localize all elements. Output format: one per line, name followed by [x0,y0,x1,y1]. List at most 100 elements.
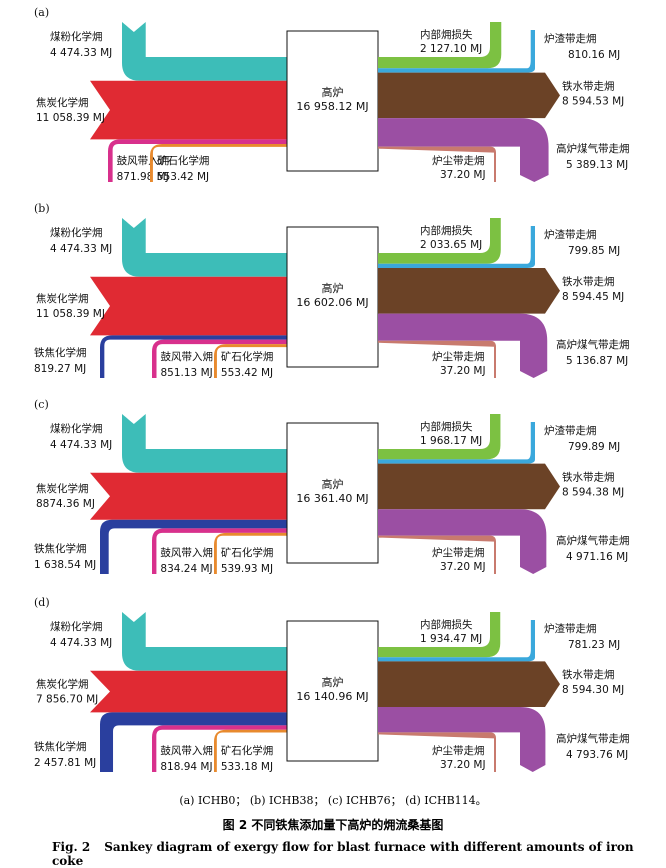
value-coal-powder: 4 474.33 MJ [50,243,112,255]
flow-bf-gas [378,118,549,182]
value-hot-metal: 8 594.30 MJ [562,684,624,696]
furnace-box [286,620,379,762]
flow-hot-metal [378,463,560,510]
furnace-label: 高炉 [322,477,344,491]
furnace-label: 高炉 [322,85,344,99]
flow-hot-metal [378,72,560,119]
label-coke: 焦炭化学㶲 [36,292,89,305]
label-blast: 鼓风带入㶲 [117,154,170,167]
label-internal-loss: 内部㶲损失 [420,224,473,237]
label-internal-loss: 内部㶲损失 [420,420,473,433]
value-ore: 553.42 MJ [157,171,209,183]
flow-dust [378,340,496,378]
flow-dust [378,732,496,772]
panel-tag: (b) [34,202,50,215]
panel-tag: (a) [34,6,49,19]
flow-internal-loss [378,612,501,658]
flow-coal-powder [122,218,287,277]
label-internal-loss: 内部㶲损失 [420,28,473,41]
value-bf-gas: 5 389.13 MJ [566,159,628,171]
value-iron-coke: 2 457.81 MJ [34,757,96,769]
label-bf-gas: 高炉煤气带走㶲 [556,142,630,155]
flow-internal-loss [378,218,501,264]
label-coal-powder: 煤粉化学㶲 [50,30,103,43]
label-ore: 矿石化学㶲 [221,744,274,757]
flow-iron-coke [100,519,287,574]
label-hot-metal: 铁水带走㶲 [562,470,615,483]
value-bf-gas: 4 793.76 MJ [566,749,628,761]
value-ore: 533.18 MJ [221,761,273,773]
panel-tag: (c) [34,398,49,411]
value-hot-metal: 8 594.38 MJ [562,486,624,498]
value-ore: 539.93 MJ [221,563,273,575]
value-coke: 11 058.39 MJ [36,308,105,320]
label-dust: 炉尘带走㶲 [432,745,485,757]
flow-slag [378,30,535,73]
value-slag: 781.23 MJ [568,639,620,651]
value-internal-loss: 2 127.10 MJ [420,43,482,55]
label-iron-coke: 铁焦化学㶲 [34,740,87,753]
flow-coal-powder [122,612,287,671]
label-iron-coke: 铁焦化学㶲 [34,346,87,359]
furnace-value: 16 140.96 MJ [296,690,368,703]
flow-iron-coke [100,335,287,378]
value-dust: 37.20 MJ [440,169,486,181]
flow-coke [90,670,287,713]
label-slag: 炉渣带走㶲 [544,32,597,45]
value-coal-powder: 4 474.33 MJ [50,637,112,649]
value-slag: 799.85 MJ [568,245,620,257]
flow-coke [90,472,287,520]
label-coke: 焦炭化学㶲 [36,96,89,109]
value-iron-coke: 1 638.54 MJ [34,559,96,571]
value-dust: 37.20 MJ [440,561,486,573]
value-dust: 37.20 MJ [440,759,486,771]
flow-slag [378,226,535,269]
value-slag: 799.89 MJ [568,441,620,453]
flow-bf-gas [378,313,548,378]
label-ore: 矿石化学㶲 [157,154,210,167]
value-blast: 871.98 MJ [117,171,169,183]
flow-coal-powder [122,414,287,473]
furnace-box [286,30,379,172]
label-slag: 炉渣带走㶲 [544,228,597,241]
value-internal-loss: 1 934.47 MJ [420,633,482,645]
furnace-box [286,422,379,564]
flow-hot-metal [378,268,560,314]
value-blast: 834.24 MJ [160,563,212,575]
value-blast: 818.94 MJ [160,761,212,773]
label-blast: 鼓风带入㶲 [161,350,214,363]
value-coal-powder: 4 474.33 MJ [50,439,112,451]
label-hot-metal: 铁水带走㶲 [562,668,615,681]
label-blast: 鼓风带入㶲 [160,546,213,559]
flow-bf-gas [378,509,547,574]
furnace-value: 16 602.06 MJ [296,296,368,309]
flow-blast [108,139,287,182]
value-slag: 810.16 MJ [568,49,620,61]
flow-dust [378,146,496,182]
label-internal-loss: 内部㶲损失 [420,618,473,631]
label-bf-gas: 高炉煤气带走㶲 [556,732,630,745]
label-ore: 矿石化学㶲 [221,546,274,559]
value-coke: 11 058.39 MJ [36,112,105,124]
furnace-value: 16 958.12 MJ [296,100,368,113]
furnace-box [286,226,379,368]
flow-internal-loss [378,414,501,460]
label-slag: 炉渣带走㶲 [544,424,597,437]
label-hot-metal: 铁水带走㶲 [562,79,615,92]
value-coke: 8874.36 MJ [36,498,95,510]
flow-coal-powder [122,22,287,81]
label-coal-powder: 煤粉化学㶲 [50,620,103,633]
flow-hot-metal [378,661,560,707]
figure-caption-text: Sankey diagram of exergy flow for blast … [52,840,634,868]
label-hot-metal: 铁水带走㶲 [562,275,615,288]
value-dust: 37.20 MJ [440,365,486,377]
label-coke: 焦炭化学㶲 [36,678,89,691]
flow-slag [378,422,535,464]
label-dust: 炉尘带走㶲 [432,547,485,559]
flow-coke [90,80,287,140]
